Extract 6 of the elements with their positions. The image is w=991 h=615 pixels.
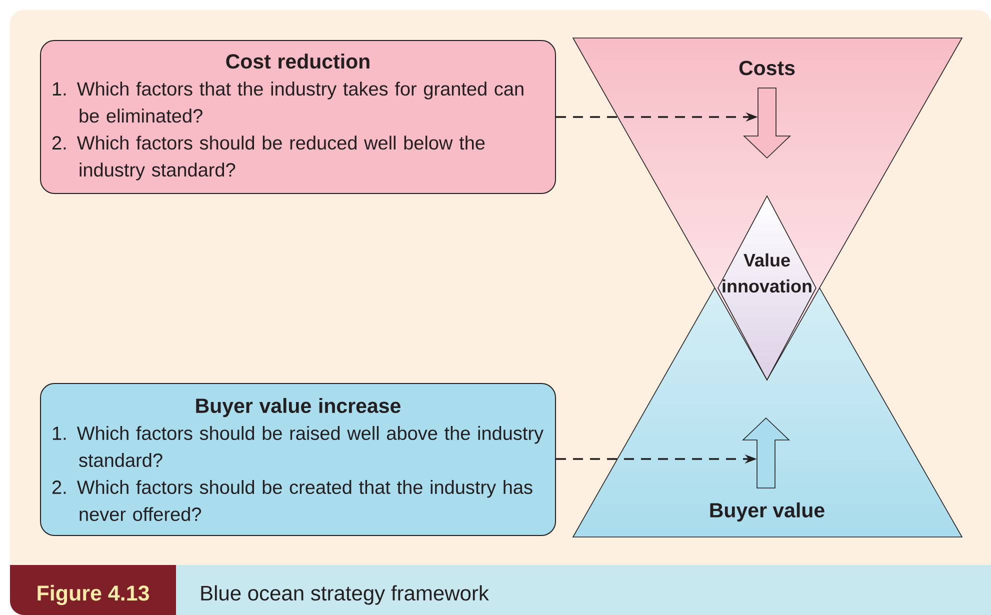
- text-box: Cost reduction 1. Which factors that the industry takes for granted can be eliminated? 2. Which factors should be reduced well below the industry standard?: [40, 40, 556, 194]
- caption-text: Blue ocean strategy framework: [176, 565, 991, 615]
- block-arrow: [742, 417, 790, 488]
- figure-label: Figure 4.13: [10, 565, 176, 615]
- text-box: Buyer value increase 1. Which factors should be raised well above the industry standard? 2. Which factors should be created that the industry has never offered?: [40, 383, 556, 536]
- block-arrow: [743, 88, 791, 159]
